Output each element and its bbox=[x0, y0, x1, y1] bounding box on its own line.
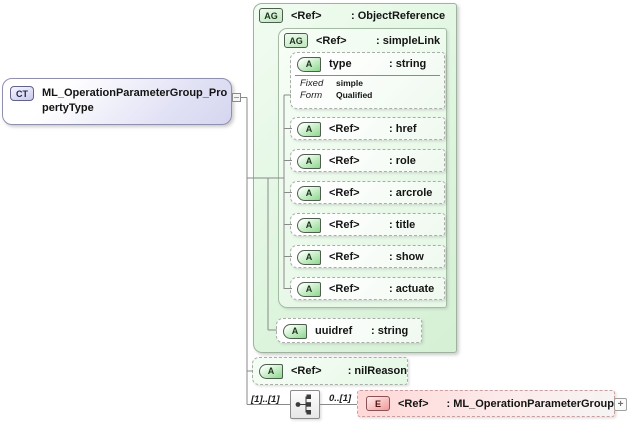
attribute-icon: A bbox=[297, 281, 321, 297]
attribute-title[interactable]: A <Ref> : title bbox=[290, 213, 445, 236]
attribute-icon: A bbox=[297, 217, 321, 233]
facet-divider bbox=[295, 75, 440, 76]
ref-label: <Ref> bbox=[329, 283, 360, 295]
complex-type-node[interactable]: CT ML_OperationParameterGroup_PropertyTy… bbox=[2, 78, 232, 125]
facet-fixed-label: Fixed bbox=[300, 78, 324, 89]
complex-type-name: ML_OperationParameterGroup_PropertyType bbox=[42, 87, 228, 114]
attribute-type-label: : arcrole bbox=[389, 187, 433, 199]
attribute-icon: A bbox=[297, 185, 321, 201]
attribute-icon: A bbox=[297, 249, 321, 265]
attribute-type-label: : title bbox=[389, 219, 416, 231]
choice-compositor-icon bbox=[295, 394, 311, 415]
attribute-group-icon: AG bbox=[284, 33, 308, 48]
attribute-type-label: : actuate bbox=[389, 283, 435, 295]
ref-label: <Ref> bbox=[329, 219, 360, 231]
ref-label: <Ref> bbox=[329, 251, 360, 263]
ref-label: <Ref> bbox=[291, 9, 322, 22]
ref-label: <Ref> bbox=[316, 34, 347, 47]
attribute-href[interactable]: A <Ref> : href bbox=[290, 117, 445, 140]
attribute-icon: A bbox=[297, 121, 321, 137]
attribute-icon: A bbox=[297, 153, 321, 169]
attribute-icon: A bbox=[297, 56, 321, 72]
expand-button[interactable]: + bbox=[614, 398, 627, 411]
attribute-group-icon: AG bbox=[259, 8, 283, 23]
attribute-actuate[interactable]: A <Ref> : actuate bbox=[290, 277, 445, 300]
ref-label: <Ref> bbox=[329, 187, 360, 199]
attribute-role[interactable]: A <Ref> : role bbox=[290, 149, 445, 172]
group-cardinality-label: [1]..[1] bbox=[251, 394, 280, 405]
attribute-type-label: : href bbox=[389, 123, 417, 135]
attribute-type[interactable]: A type : string Fixed simple Form Qualif… bbox=[290, 52, 445, 109]
attribute-icon: A bbox=[259, 363, 283, 379]
element-cardinality-label: 0..[1] bbox=[329, 393, 352, 404]
attribute-type-label: : string bbox=[389, 58, 427, 70]
choice-compositor[interactable] bbox=[290, 390, 320, 419]
attribute-icon: A bbox=[283, 323, 307, 339]
attribute-uuidref[interactable]: A uuidref : string bbox=[276, 318, 422, 343]
type-label: : ObjectReference bbox=[351, 9, 446, 22]
element-ml-operationparametergroup[interactable]: E <Ref> : ML_OperationParameterGroup bbox=[357, 390, 615, 417]
facet-form-value: Qualified bbox=[336, 89, 373, 100]
attribute-name: type bbox=[329, 58, 352, 70]
ref-label: <Ref> bbox=[329, 123, 360, 135]
attribute-nilreason[interactable]: A <Ref> : nilReason bbox=[252, 357, 408, 385]
collapse-handle-icon[interactable] bbox=[232, 93, 241, 102]
attribute-show[interactable]: A <Ref> : show bbox=[290, 245, 445, 268]
type-label: : simpleLink bbox=[376, 34, 441, 47]
element-type-label: : ML_OperationParameterGroup bbox=[446, 397, 614, 410]
complex-type-icon: CT bbox=[10, 86, 34, 101]
attribute-name: uuidref bbox=[315, 325, 353, 337]
ref-label: <Ref> bbox=[291, 365, 322, 377]
attribute-type-label: : show bbox=[389, 251, 424, 263]
facet-form-label: Form bbox=[300, 89, 323, 101]
ref-label: <Ref> bbox=[329, 155, 360, 167]
attribute-type-label: : role bbox=[389, 155, 416, 167]
attribute-type-label: : nilReason bbox=[347, 365, 407, 377]
attribute-arcrole[interactable]: A <Ref> : arcrole bbox=[290, 181, 445, 204]
element-icon: E bbox=[366, 396, 390, 411]
attribute-type-label: : string bbox=[371, 325, 409, 337]
facet-fixed-value: simple bbox=[336, 78, 363, 88]
ref-label: <Ref> bbox=[398, 397, 429, 410]
